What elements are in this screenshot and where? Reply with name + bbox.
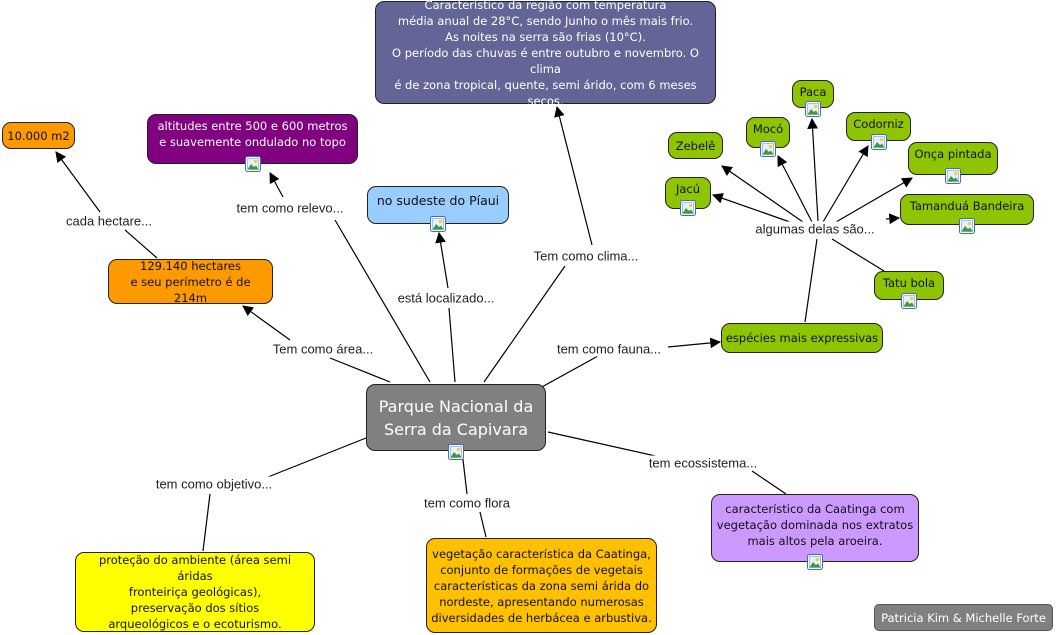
image-icon[interactable] — [448, 443, 464, 460]
link-label-ecossistema[interactable]: tem ecossistema... — [647, 455, 759, 471]
image-icon[interactable] — [901, 293, 917, 309]
animal-zebele-node[interactable]: Zebelê — [668, 132, 723, 159]
link-label-relevo[interactable]: tem como relevo... — [235, 200, 345, 216]
line-connector — [539, 355, 599, 389]
relief-node[interactable]: altitudes entre 500 e 600 metros e suave… — [147, 114, 358, 172]
relief-text: altitudes entre 500 e 600 metros e suave… — [157, 119, 348, 149]
animal-moco-node[interactable]: Mocó — [746, 117, 790, 157]
flora-text: vegetação característica da Caatinga, co… — [431, 546, 652, 625]
line-connector — [334, 219, 431, 383]
link-label-clima[interactable]: Tem como clima... — [532, 248, 640, 264]
animal-tatu-node[interactable]: Tatu bola — [874, 271, 944, 309]
animal-label: Tatu bola — [882, 276, 936, 290]
arrow-connector — [667, 337, 722, 349]
central-node[interactable]: Parque Nacional da Serra da Capivara — [366, 384, 546, 460]
animal-label: Onça pintada — [914, 147, 992, 161]
image-icon[interactable] — [945, 168, 961, 184]
link-label-fauna[interactable]: tem como fauna... — [555, 341, 663, 357]
flora-node[interactable]: vegetação característica da Caatinga, co… — [426, 538, 657, 633]
link-label-area[interactable]: Tem como área... — [271, 341, 375, 357]
animal-label: Zebelê — [675, 138, 716, 153]
arrow-connector — [269, 172, 284, 198]
arrow-connector — [807, 117, 819, 222]
hectare-area-text: 10.000 m2 — [7, 128, 70, 143]
location-node[interactable]: no sudeste do Píaui — [367, 186, 509, 232]
ecosystem-node[interactable]: característico da Caatinga com vegetação… — [711, 494, 919, 570]
central-title: Parque Nacional da Serra da Capivara — [378, 396, 534, 439]
line-connector — [483, 265, 566, 383]
climate-node[interactable]: Característico da região com temperatura… — [375, 0, 716, 108]
animal-label: Tamanduá Bandeira — [909, 199, 1025, 213]
arrow-connector — [777, 155, 813, 223]
species-node[interactable]: espécies mais expressivas — [721, 323, 883, 353]
arrow-connector — [822, 145, 869, 223]
credit-text: Patricia Kim & Michelle Forte — [881, 610, 1046, 625]
animal-label: Paca — [799, 85, 827, 99]
objective-node[interactable]: proteção do ambiente (área semi áridas f… — [75, 552, 315, 632]
animal-paca-node[interactable]: Paca — [792, 80, 834, 117]
image-icon[interactable] — [807, 554, 823, 570]
image-icon[interactable] — [805, 101, 821, 117]
link-label-objetivo[interactable]: tem como objetivo... — [154, 476, 274, 492]
arrow-connector — [242, 305, 291, 341]
area-node[interactable]: 129.140 hectares e seu perímetro é de 21… — [108, 258, 273, 305]
animal-label: Codorniz — [853, 117, 904, 131]
animal-label: Jacú — [675, 182, 701, 196]
ecosystem-text: característico da Caatinga com vegetação… — [716, 502, 914, 548]
species-text: espécies mais expressivas — [725, 331, 879, 345]
link-label-algumas[interactable]: algumas delas são... — [754, 221, 876, 237]
line-connector — [751, 470, 787, 495]
line-connector — [804, 238, 818, 323]
link-label-cada-hectare[interactable]: cada hectare... — [65, 213, 153, 229]
arrow-connector — [721, 165, 804, 223]
hectare-area-node[interactable]: 10.000 m2 — [2, 122, 75, 149]
arrow-connector — [554, 105, 593, 246]
line-connector — [448, 307, 456, 383]
link-label-localizado[interactable]: está localizado... — [396, 290, 496, 306]
line-connector — [479, 511, 487, 538]
image-icon[interactable] — [870, 134, 887, 150]
animal-codorniz-node[interactable]: Codorniz — [846, 112, 911, 150]
arrow-connector — [835, 177, 913, 223]
arrow-connector — [885, 213, 901, 225]
line-connector — [329, 357, 391, 383]
line-connector — [202, 493, 211, 552]
animal-onca-node[interactable]: Onça pintada — [908, 142, 998, 184]
line-connector — [831, 238, 885, 272]
image-icon[interactable] — [959, 218, 975, 234]
animal-tamandua-node[interactable]: Tamanduá Bandeira — [900, 194, 1034, 234]
arrow-connector — [55, 151, 101, 213]
animal-label: Mocó — [752, 122, 784, 136]
area-text: 129.140 hectares e seu perímetro é de 21… — [130, 258, 251, 305]
animal-jacu-node[interactable]: Jacú — [665, 177, 711, 216]
location-text: no sudeste do Píaui — [376, 193, 500, 208]
arrow-connector — [711, 193, 791, 223]
arrow-connector — [435, 231, 449, 289]
image-icon[interactable] — [680, 200, 696, 216]
image-icon[interactable] — [760, 141, 776, 157]
credit-box: Patricia Kim & Michelle Forte — [874, 604, 1053, 631]
image-icon[interactable] — [430, 216, 446, 232]
objective-text: proteção do ambiente (área semi áridas f… — [98, 553, 292, 631]
line-connector — [267, 437, 367, 478]
line-connector — [124, 229, 158, 259]
line-connector — [547, 431, 661, 458]
link-label-flora[interactable]: tem como flora — [423, 495, 511, 511]
climate-text: Característico da região com temperatura… — [392, 0, 699, 108]
image-icon[interactable] — [244, 156, 261, 172]
